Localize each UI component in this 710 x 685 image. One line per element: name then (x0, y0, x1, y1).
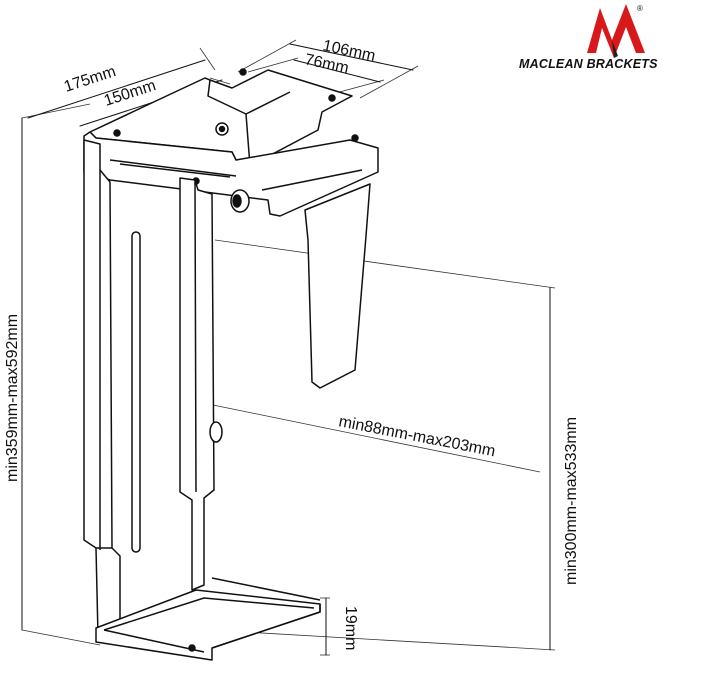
logo-text: MACLEAN BRACKETS (519, 57, 658, 71)
registered-mark: ® (637, 4, 643, 13)
base-tray (95, 589, 321, 661)
label-base-thickness: 19mm (342, 606, 359, 650)
maclean-logo: ® MACLEAN BRACKETS (519, 4, 658, 71)
bracket-drawing (83, 68, 379, 661)
right-arm (179, 177, 215, 591)
side-plate (304, 183, 371, 389)
label-height-range: min359mm-max592mm (4, 314, 21, 482)
left-arm (83, 139, 121, 637)
label-inner-height-range: min300mm-max533mm (563, 417, 580, 585)
label-width-range: min88mm-max203mm (337, 413, 496, 460)
logo-mark (587, 4, 645, 58)
top-rail (83, 131, 379, 217)
dimension-lines (21, 39, 556, 656)
